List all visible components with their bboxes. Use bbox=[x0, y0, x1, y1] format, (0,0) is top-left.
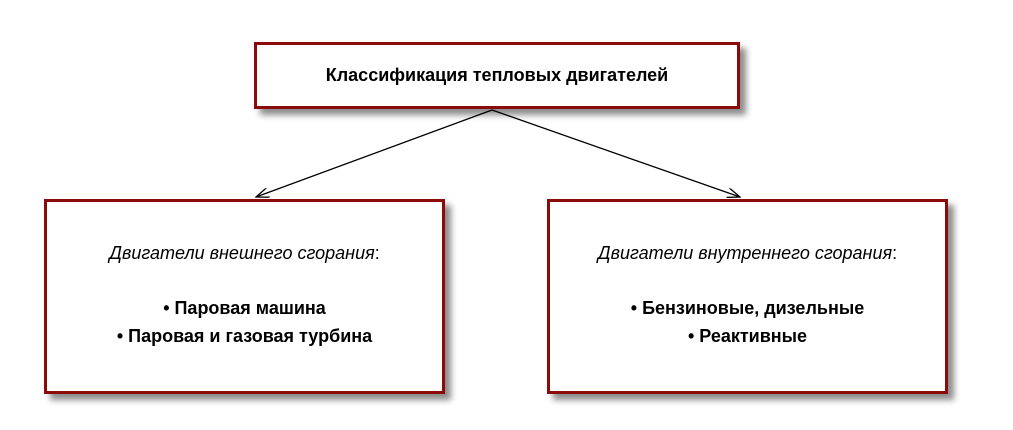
arrow-to-external bbox=[256, 109, 493, 197]
arrow-to-internal bbox=[491, 109, 740, 197]
list-item: • Реактивные bbox=[687, 326, 808, 346]
root-title: Классификация тепловых двигателей bbox=[325, 65, 669, 85]
list-item: • Бензиновые, дизельные bbox=[630, 298, 865, 318]
internal-heading: Двигатели внутреннего сгорания bbox=[597, 243, 893, 263]
list-item: • Паровая машина bbox=[163, 298, 326, 318]
internal-heading-colon: : bbox=[892, 243, 898, 263]
external-combustion-node: Двигатели внешнего сгорания: • Паровая м… bbox=[44, 199, 445, 394]
root-node: Классификация тепловых двигателей bbox=[254, 42, 740, 109]
external-heading: Двигатели внешнего сгорания bbox=[109, 243, 375, 263]
internal-combustion-node: Двигатели внутреннего сгорания: • Бензин… bbox=[547, 199, 948, 394]
list-item: • Паровая и газовая турбина bbox=[116, 326, 373, 346]
external-heading-colon: : bbox=[374, 243, 380, 263]
